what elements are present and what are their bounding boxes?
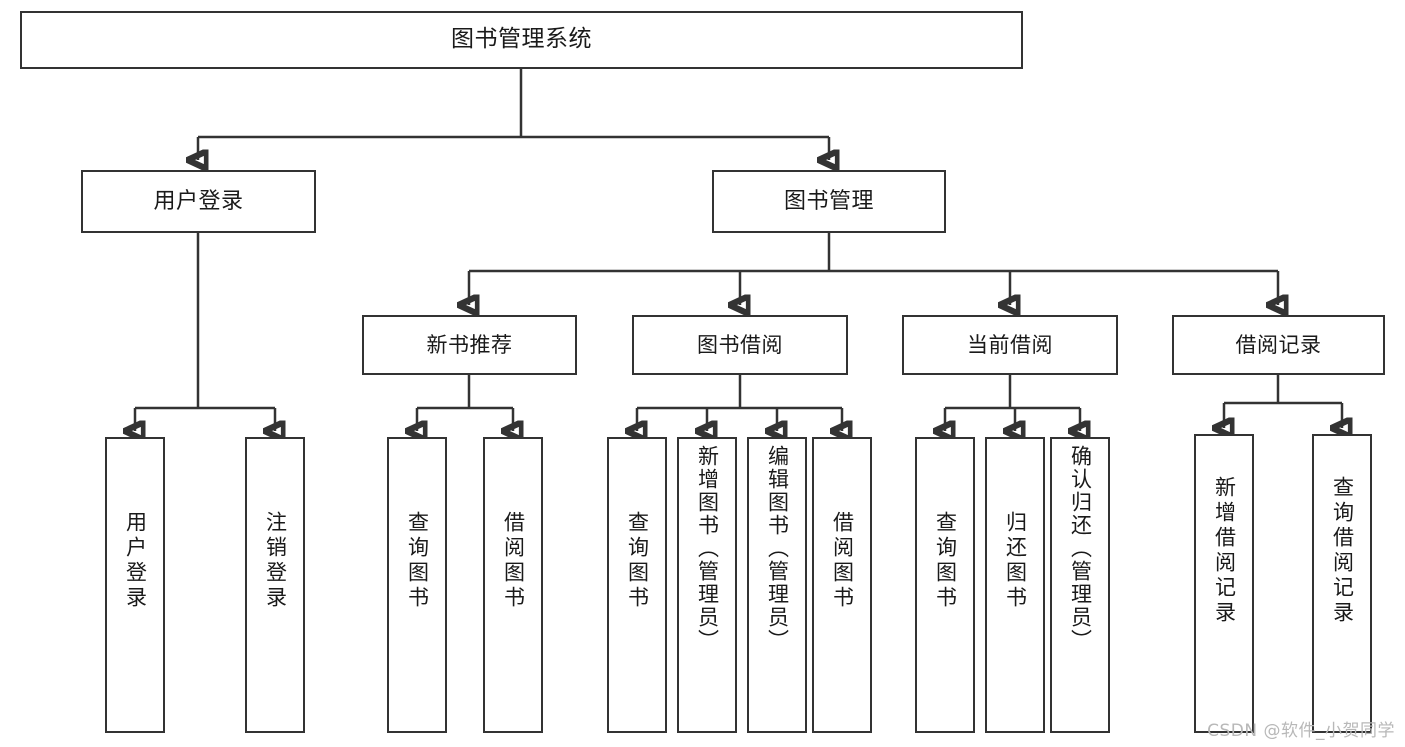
node-user-login[interactable]: 用户登录 — [81, 170, 316, 233]
node-label: 查询图书 — [933, 511, 958, 611]
node-label: 借阅图书 — [501, 511, 526, 611]
node-root-system[interactable]: 图书管理系统 — [20, 11, 1023, 69]
node-label: 归还图书 — [1003, 511, 1028, 611]
node-book-management[interactable]: 图书管理 — [712, 170, 946, 233]
leaf-query-book-1[interactable]: 查询图书 — [387, 437, 447, 733]
node-new-book-recommend[interactable]: 新书推荐 — [362, 315, 577, 375]
leaf-query-record[interactable]: 查询借阅记录 — [1312, 434, 1372, 733]
node-label: 注销登录 — [263, 511, 288, 611]
leaf-add-record[interactable]: 新增借阅记录 — [1194, 434, 1254, 733]
leaf-query-book-2[interactable]: 查询图书 — [607, 437, 667, 733]
leaf-borrow-book-2[interactable]: 借阅图书 — [812, 437, 872, 733]
node-label: 确认归还（管理员） — [1068, 445, 1093, 652]
leaf-add-book[interactable]: 新增图书（管理员） — [677, 437, 737, 733]
node-label: 新增图书（管理员） — [695, 445, 720, 652]
node-label: 查询图书 — [625, 511, 650, 611]
node-current-borrow[interactable]: 当前借阅 — [902, 315, 1118, 375]
node-label: 图书管理 — [783, 188, 874, 214]
node-label: 查询图书 — [405, 511, 430, 611]
node-label: 用户登录 — [153, 188, 244, 214]
leaf-borrow-book-1[interactable]: 借阅图书 — [483, 437, 543, 733]
leaf-user-logout[interactable]: 注销登录 — [245, 437, 305, 733]
leaf-return-book[interactable]: 归还图书 — [985, 437, 1045, 733]
node-label: 图书借阅 — [697, 332, 783, 357]
node-label: 用户登录 — [123, 511, 148, 611]
node-book-borrow[interactable]: 图书借阅 — [632, 315, 848, 375]
leaf-edit-book[interactable]: 编辑图书（管理员） — [747, 437, 807, 733]
leaf-confirm-return[interactable]: 确认归还（管理员） — [1050, 437, 1110, 733]
csdn-watermark: CSDN @软件_小贺同学 — [1207, 721, 1395, 741]
leaf-user-login[interactable]: 用户登录 — [105, 437, 165, 733]
node-label: 编辑图书（管理员） — [765, 445, 790, 652]
node-label: 新增借阅记录 — [1212, 476, 1237, 626]
node-label: 新书推荐 — [426, 332, 513, 357]
node-label: 借阅图书 — [830, 511, 855, 611]
node-label: 图书管理系统 — [451, 26, 592, 53]
node-label: 查询借阅记录 — [1330, 476, 1355, 626]
node-borrow-record[interactable]: 借阅记录 — [1172, 315, 1385, 375]
leaf-query-book-3[interactable]: 查询图书 — [915, 437, 975, 733]
node-label: 借阅记录 — [1235, 332, 1322, 357]
node-label: 当前借阅 — [967, 332, 1053, 357]
